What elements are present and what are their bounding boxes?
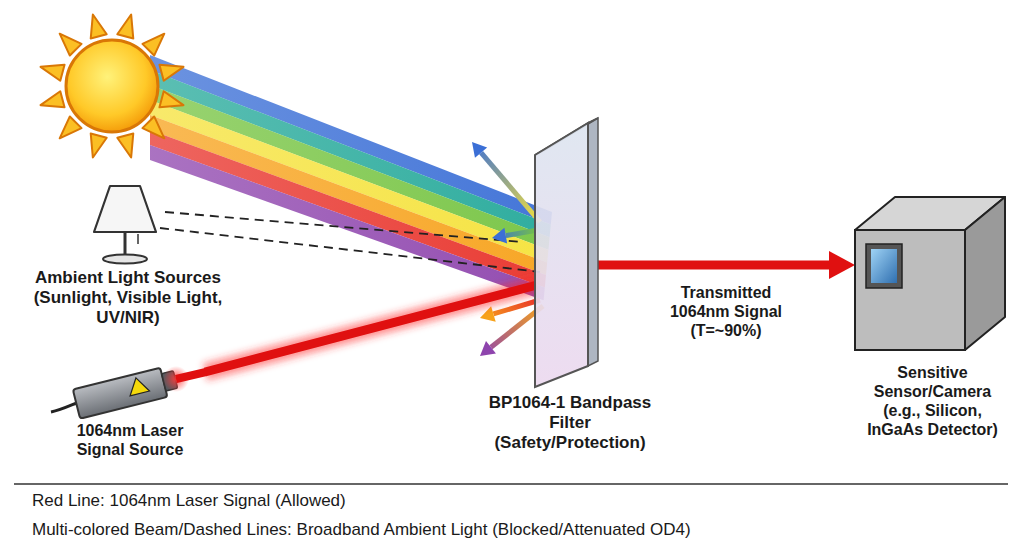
camera-shape	[850, 192, 1015, 364]
laser-body	[73, 368, 168, 419]
node-label: 1064nm Laser Signal Source	[55, 422, 205, 460]
legend-note: Red Line: 1064nm Laser Signal (Allowed)	[32, 491, 992, 511]
reflected-arrowhead	[492, 228, 507, 244]
text-holder: BP1064-1 Bandpass Filter (Safety/Protect…	[480, 115, 660, 453]
filter-shape	[480, 115, 660, 393]
beam-stub	[176, 372, 206, 379]
reflected-ray	[506, 230, 538, 236]
sensor-frame	[866, 244, 902, 288]
sun-disc	[66, 40, 158, 132]
dashed-ray	[160, 228, 540, 272]
beam-glow	[598, 256, 833, 274]
sun-ray	[60, 34, 82, 56]
sensor-chip	[871, 249, 897, 283]
sun-ray	[159, 91, 183, 107]
beam-glow	[205, 285, 537, 372]
filter-edge	[588, 118, 598, 366]
reflected-ray	[481, 153, 540, 222]
sun-ray	[91, 133, 107, 157]
lamp-icon	[94, 186, 156, 264]
node-label: Sensitive Sensor/Camera (e.g., Silicon, …	[850, 364, 1015, 440]
legend-note: Multi-colored Beam/Dashed Lines: Broadba…	[32, 520, 1012, 540]
sun-ray	[41, 91, 65, 107]
beam-core	[205, 285, 537, 372]
sun-ray	[91, 15, 107, 39]
sun-ray	[142, 116, 164, 138]
laser-cable	[51, 402, 79, 412]
laser-beam	[205, 285, 537, 372]
sun-ray	[142, 34, 164, 56]
lamp-cord	[137, 234, 139, 244]
beam-core	[598, 261, 833, 270]
lamp-stem	[124, 232, 127, 257]
camera-node: Sensitive Sensor/Camera (e.g., Silicon, …	[850, 192, 1015, 444]
lamp-rays	[160, 212, 540, 272]
reflected-arrows	[472, 142, 543, 356]
lamp-shade	[94, 186, 156, 232]
reflected-arrowhead	[480, 341, 496, 356]
camera-side	[965, 197, 1005, 350]
laser-node: 1064nm Laser Signal Source	[55, 350, 205, 464]
sun-ray	[41, 65, 65, 81]
ambient-beam	[150, 55, 552, 300]
sun-ray	[117, 133, 133, 157]
sun-ray	[117, 15, 133, 39]
beam-band	[150, 130, 546, 288]
filter-plate	[535, 123, 588, 387]
separator-line	[14, 483, 1008, 485]
node-label: BP1064-1 Bandpass Filter (Safety/Protect…	[480, 393, 660, 453]
laser-beam	[598, 265, 833, 266]
signal-label: Transmitted 1064nm Signal (T=~90%)	[651, 284, 801, 341]
lamp-base	[103, 255, 147, 264]
camera-front	[855, 230, 965, 350]
reflected-arrowhead	[472, 142, 487, 158]
sun-ray	[60, 116, 82, 138]
warning-sign	[126, 376, 149, 396]
laser-shape	[55, 350, 205, 422]
text-holder: 1064nm Laser Signal Source	[55, 350, 205, 460]
dashed-ray	[165, 212, 522, 242]
text-holder: Sensitive Sensor/Camera (e.g., Silicon, …	[850, 192, 1015, 440]
sun-icon	[41, 15, 184, 158]
sun-ray	[159, 65, 183, 81]
beam-band	[150, 115, 547, 275]
source-label: Ambient Light Sources (Sunlight, Visible…	[12, 268, 244, 328]
filter-node: BP1064-1 Bandpass Filter (Safety/Protect…	[480, 115, 660, 457]
